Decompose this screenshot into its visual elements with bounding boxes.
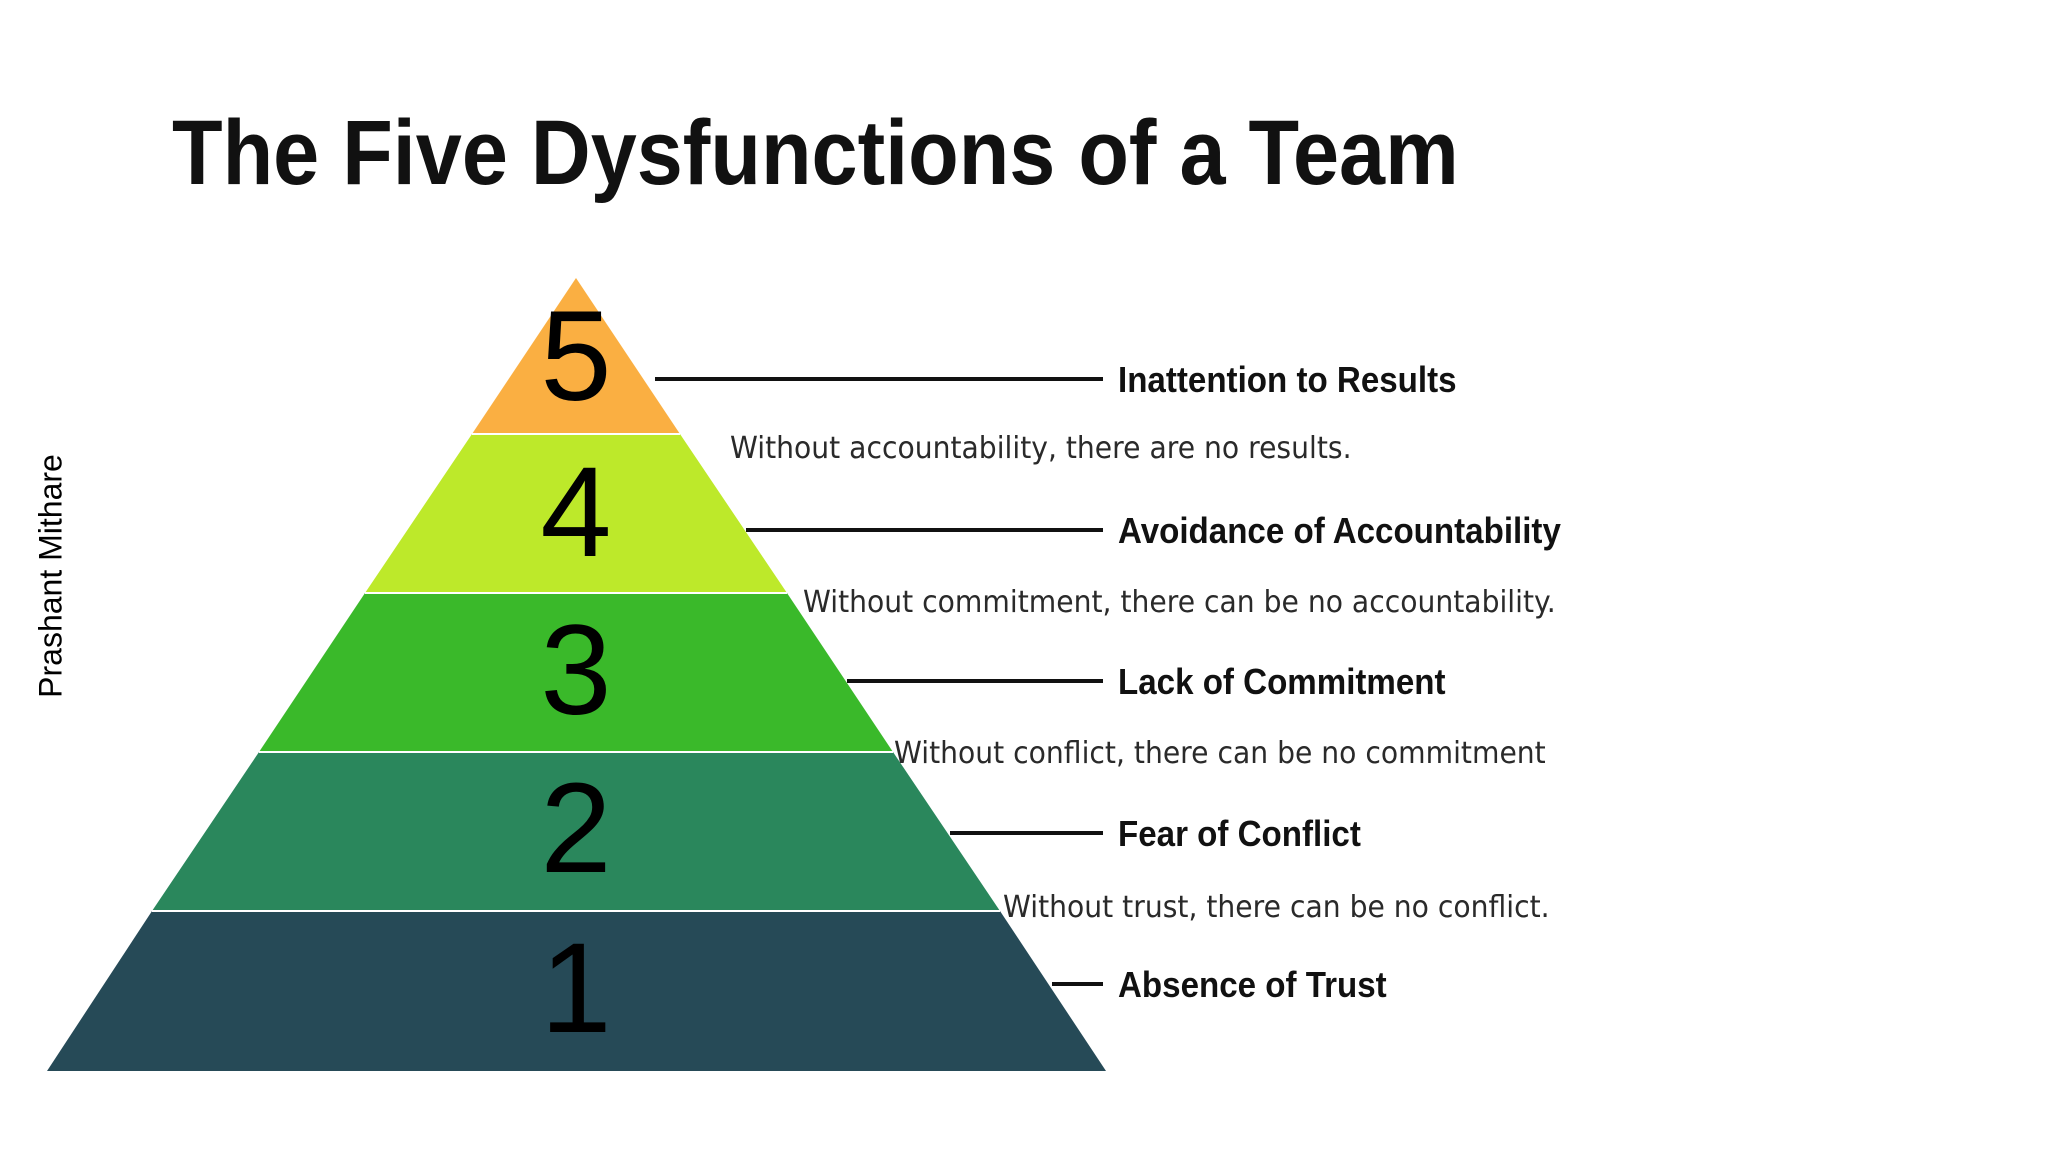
dysfunction-label-3: Lack of Commitment <box>1118 661 1446 702</box>
level-number-5: 5 <box>540 285 611 428</box>
dysfunction-label-5: Inattention to Results <box>1118 359 1457 400</box>
description-conflict: Without trust, there can be no conflict. <box>1003 890 1550 925</box>
tier-separators <box>152 433 1000 912</box>
pyramid-tier-5 <box>472 278 680 434</box>
description-results: Without accountability, there are no res… <box>730 431 1352 466</box>
leader-lines <box>655 377 1103 986</box>
pyramid-tier-1 <box>47 911 1106 1071</box>
level-number-1: 1 <box>540 917 611 1060</box>
slide-title: The Five Dysfunctions of a Team <box>172 102 1459 204</box>
pyramid-tier-3 <box>259 593 893 752</box>
dysfunction-label-2: Fear of Conflict <box>1118 813 1361 854</box>
pyramid-tier-2 <box>152 752 1000 911</box>
description-accountability: Without commitment, there can be no acco… <box>803 585 1556 620</box>
level-number-2: 2 <box>540 757 611 900</box>
dysfunction-label-4: Avoidance of Accountability <box>1118 510 1561 551</box>
pyramid-tier-4 <box>365 434 787 593</box>
level-number-3: 3 <box>540 599 611 742</box>
dysfunction-label-1: Absence of Trust <box>1118 964 1387 1005</box>
description-commitment: Without conflict, there can be no commit… <box>894 736 1546 771</box>
level-number-4: 4 <box>540 441 611 584</box>
